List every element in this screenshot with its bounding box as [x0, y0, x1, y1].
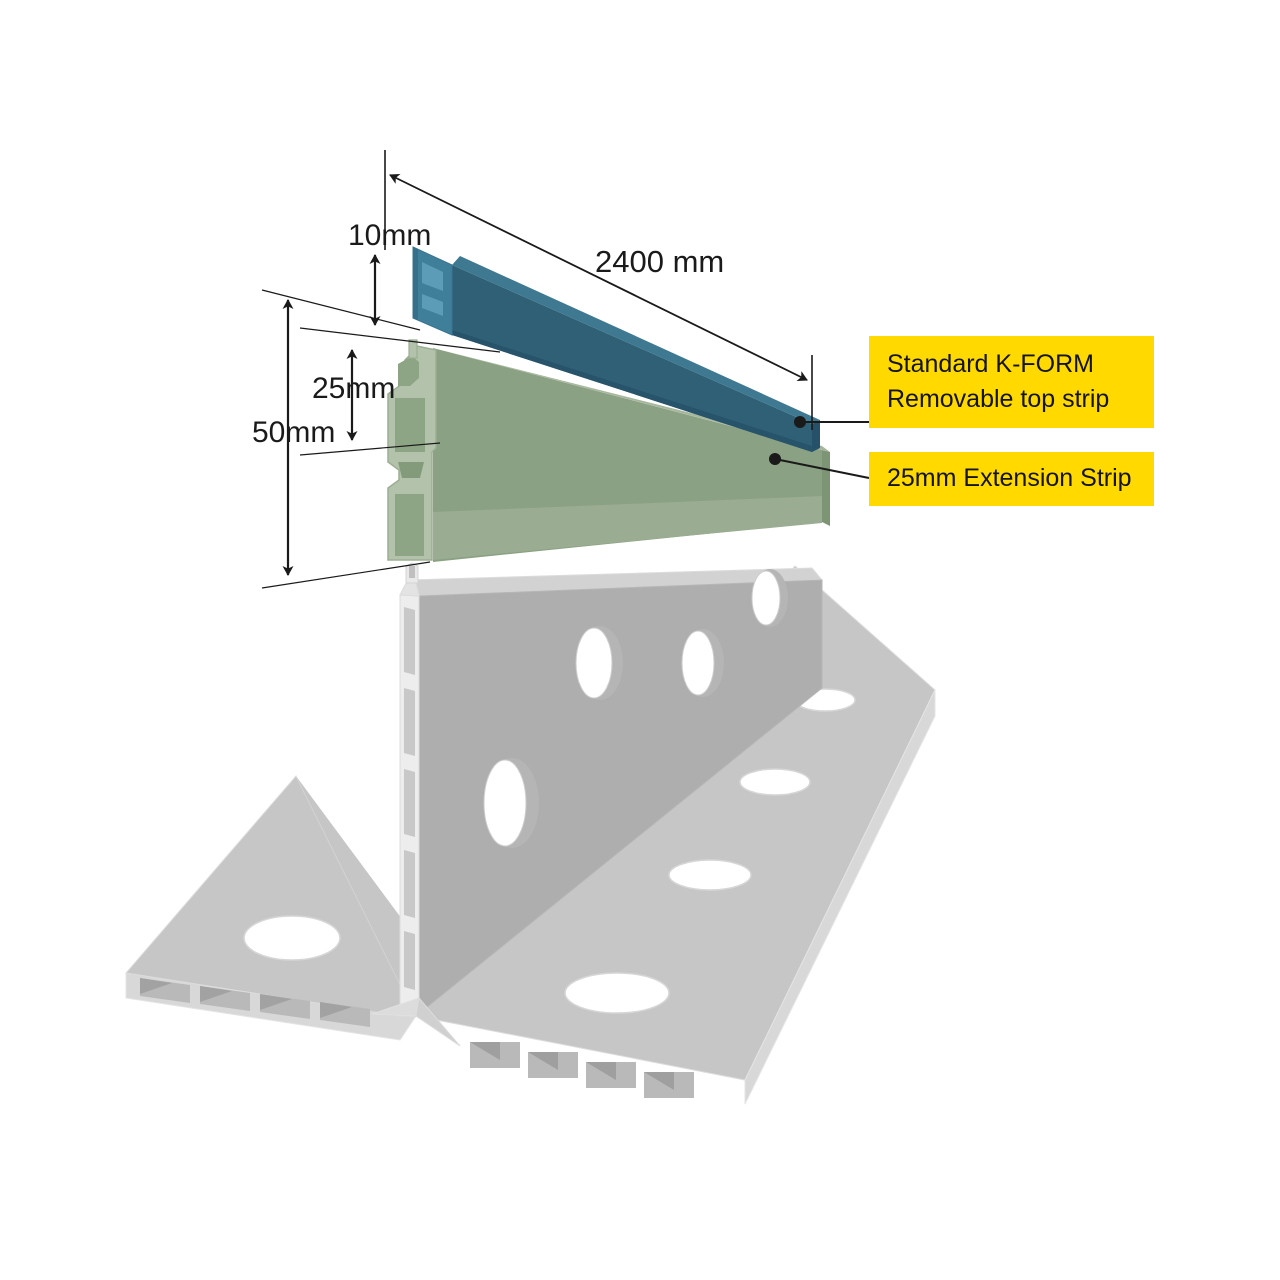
base-deck-left-top-b [296, 776, 416, 1016]
dim-label-25mm: 25mm [312, 372, 395, 405]
base-deck-hole-left [243, 915, 341, 961]
blue-right-end [812, 420, 820, 452]
witness-25mm-bottom [299, 442, 441, 456]
callout-top-line2: Removable top strip [887, 385, 1110, 413]
dimension-annotations [261, 150, 813, 589]
base-deck-left-cells [140, 978, 370, 1027]
callout-leaders [769, 416, 870, 479]
grey-base-profile [125, 562, 936, 1105]
base-deck-right-cells [470, 1042, 694, 1098]
web-base-fillets [371, 996, 461, 1047]
leader-line-bottom [774, 458, 870, 479]
green-right-end [822, 450, 830, 526]
dim-arrow-2400 [389, 174, 808, 381]
callout-top-line1: Standard K-FORM [887, 349, 1095, 378]
green-lower-band [433, 496, 822, 560]
leader-dot-bottom [769, 453, 781, 465]
dim-label-50mm: 50mm [252, 416, 335, 449]
green-end-cross-section [387, 339, 437, 561]
web-end-cross-section [399, 562, 420, 1019]
base-deck-holes [564, 688, 856, 1014]
callout-extension-strip: 25mm Extension Strip [869, 452, 1154, 506]
green-extension-strip [387, 339, 830, 562]
witness-50mm-bottom [261, 561, 431, 589]
witness-25mm-top [299, 327, 501, 353]
callout-bottom-line1: 25mm Extension Strip [887, 464, 1132, 493]
dim-label-10mm: 10mm [348, 219, 431, 252]
base-deck-right-edge [744, 689, 936, 1105]
callout-standard-kform: Standard K-FORM Removable top strip [869, 336, 1154, 428]
witness-50mm-top [261, 289, 421, 331]
dim-label-2400mm: 2400 mm [595, 244, 724, 279]
web-void-holes [483, 569, 788, 848]
leader-dot-top [794, 416, 806, 428]
blue-end-cross-section [412, 246, 453, 336]
